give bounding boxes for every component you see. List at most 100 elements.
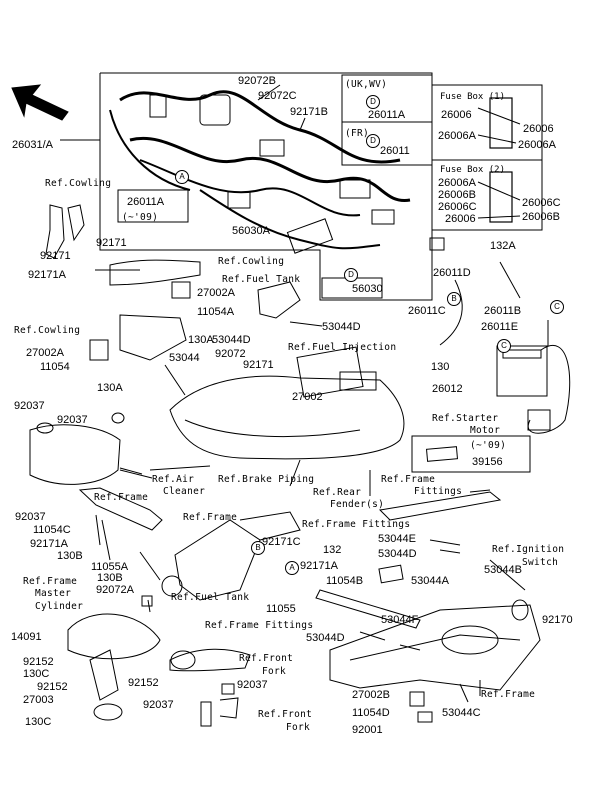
part-label-26011a-top: 26011A xyxy=(368,109,406,121)
part-label-refcowling2: Ref.Cowling xyxy=(218,256,285,267)
part-label-refaircleaner1: Ref.Air xyxy=(152,474,195,485)
part-label-26011c: 26011C xyxy=(408,305,446,317)
part-label-26011b: 26011B xyxy=(484,305,522,317)
callout-marker-c-d3: D xyxy=(344,268,358,282)
direction-arrow-icon xyxy=(11,84,69,121)
part-label-11054d: 11054D xyxy=(352,707,390,719)
part-label-fb2-26006: 26006 xyxy=(445,213,476,225)
callout-marker-c-d2: D xyxy=(366,134,380,148)
part-label-motor: Motor xyxy=(470,425,501,436)
part-label-27002a-b: 27002A xyxy=(26,347,64,359)
part-label-92152-a: 92152 xyxy=(23,656,54,668)
part-label-fb2-26006b: 26006B xyxy=(438,189,476,201)
part-label-39156: 39156 xyxy=(472,456,503,468)
part-label-92171b: 92171B xyxy=(290,106,328,118)
part-label-fb1-26006-l: 26006 xyxy=(441,109,472,121)
part-label-refstarter: Ref.Starter xyxy=(432,413,499,424)
part-label-53044e: 53044E xyxy=(378,533,416,545)
part-label-53044a: 53044A xyxy=(411,575,449,587)
part-label-cylinder: Cylinder xyxy=(35,601,84,612)
callout-marker-c-b2: B xyxy=(251,541,265,555)
part-label-refcowling3: Ref.Cowling xyxy=(14,325,81,336)
part-label-refframe2: Ref.Frame xyxy=(183,512,238,523)
part-label-92072a: 92072A xyxy=(96,584,134,596)
callout-marker-c-a2: A xyxy=(285,561,299,575)
part-label-fb1-title: Fuse Box (1) xyxy=(440,92,506,102)
part-label-92171c: 92171C xyxy=(262,536,301,548)
part-label-132a: 132A xyxy=(490,240,516,252)
part-label-92171-c: 92171 xyxy=(243,359,274,371)
part-label-92001: 92001 xyxy=(352,724,383,736)
part-label-fb2-26006c-l: 26006C xyxy=(438,201,477,213)
callout-marker-c-c2: C xyxy=(497,339,511,353)
part-label-92152-b: 92152 xyxy=(37,681,68,693)
part-label-53044c: 53044C xyxy=(442,707,481,719)
part-label-refcowling1: Ref.Cowling xyxy=(45,178,112,189)
part-label-53044: 53044 xyxy=(169,352,200,364)
part-label-92170: 92170 xyxy=(542,614,573,626)
part-label-130b-a: 130B xyxy=(57,550,83,562)
part-label-fr: (FR) xyxy=(345,128,370,139)
part-label-92037-c: 92037 xyxy=(15,511,46,523)
part-label-92171a-c: 92171A xyxy=(300,560,338,572)
part-label-92037-b: 92037 xyxy=(57,414,88,426)
part-label-refframe1: Ref.Frame xyxy=(94,492,149,503)
part-label-refrearfender1: Ref.Rear xyxy=(313,487,362,498)
part-label-53044f: 53044F xyxy=(381,614,419,626)
part-label-56030: 56030 xyxy=(352,283,383,295)
part-label-130c-b: 130C xyxy=(25,716,52,728)
part-label-refframe3: Ref.Frame xyxy=(23,576,78,587)
part-label-26011-top: 26011 xyxy=(380,145,410,157)
part-label-92171-a: 92171 xyxy=(96,237,127,249)
part-label-to09b: (~'09) xyxy=(470,440,507,451)
part-label-refframefit2: Fittings xyxy=(414,486,463,497)
part-label-27002b: 27002B xyxy=(352,689,390,701)
part-label-92072: 92072 xyxy=(215,348,246,360)
part-label-refignition1: Ref.Ignition xyxy=(492,544,565,555)
part-label-fb1-26006a-r: 26006A xyxy=(518,139,556,151)
part-label-53044d-d: 53044D xyxy=(306,632,345,644)
part-label-reffueltank2: Ref.Fuel Tank xyxy=(171,592,250,603)
part-label-reffrontfork1: Ref.Front xyxy=(239,653,294,664)
part-label-fb1-26006a-l: 26006A xyxy=(438,130,476,142)
part-label-27002: 27002 xyxy=(292,391,323,403)
part-label-11054c: 11054C xyxy=(33,524,71,536)
part-label-fb2-26006a: 26006A xyxy=(438,177,476,189)
part-label-master1: Master xyxy=(35,588,72,599)
part-label-reffuelinj: Ref.Fuel Injection xyxy=(288,342,397,353)
part-label-130a-b: 130A xyxy=(97,382,123,394)
part-label-refframefit4: Ref.Frame Fittings xyxy=(205,620,314,631)
part-label-53044d-a: 53044D xyxy=(212,334,251,346)
part-label-14091: 14091 xyxy=(11,631,42,643)
part-label-fb2-title: Fuse Box (2) xyxy=(440,165,506,175)
part-label-130b-b: 130B xyxy=(97,572,123,584)
part-label-11055a: 11055A xyxy=(91,561,129,573)
callout-marker-c-b1: B xyxy=(447,292,461,306)
part-label-53044d-b: 53044D xyxy=(322,321,361,333)
part-label-11054a: 11054A xyxy=(197,306,235,318)
part-label-refaircleaner2: Cleaner xyxy=(163,486,206,497)
part-label-27002a-a: 27002A xyxy=(197,287,235,299)
part-label-fb2-26006c-r: 26006C xyxy=(522,197,561,209)
part-label-11054: 11054 xyxy=(40,361,70,373)
part-label-ukwv: (UK,WV) xyxy=(345,79,388,90)
part-label-26011d: 26011D xyxy=(433,267,471,279)
part-label-refbrake: Ref.Brake Piping xyxy=(218,474,315,485)
callout-marker-c-a1: A xyxy=(175,170,189,184)
part-label-130a-a: 130A xyxy=(188,334,214,346)
part-label-92171a-b: 92171A xyxy=(30,538,68,550)
part-label-refignition2: Switch xyxy=(522,557,559,568)
part-label-refframe4: Ref.Frame xyxy=(481,689,536,700)
part-label-92072b: 92072B xyxy=(238,75,276,87)
part-label-92152-c: 92152 xyxy=(128,677,159,689)
part-label-fork1: Fork xyxy=(262,666,287,677)
part-label-fork2: Fork xyxy=(286,722,311,733)
part-label-132: 132 xyxy=(323,544,342,556)
part-label-27003: 27003 xyxy=(23,694,54,706)
part-label-26012: 26012 xyxy=(432,383,463,395)
part-label-fb2-26006b-r: 26006B xyxy=(522,211,560,223)
part-label-53044b: 53044B xyxy=(484,564,522,576)
part-label-92037-e: 92037 xyxy=(143,699,174,711)
part-label-26031a: 26031/A xyxy=(12,139,53,151)
part-label-26011e: 26011E xyxy=(481,321,519,333)
